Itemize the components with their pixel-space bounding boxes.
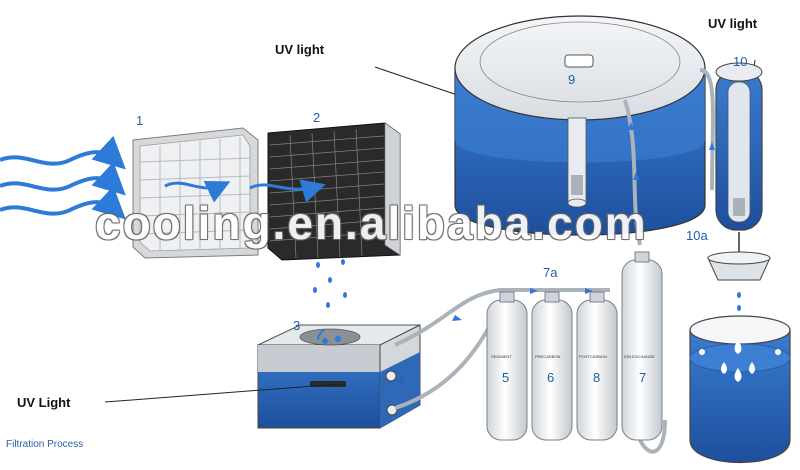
- air-flow-arrows: [0, 135, 126, 220]
- number-3: 3: [293, 318, 301, 333]
- number-7: 7: [639, 370, 647, 385]
- uv-sterilizer-tube: [707, 62, 771, 281]
- number-7a: 7a: [543, 265, 558, 280]
- cartridge-label-postcarbon: POSTCARBON: [579, 354, 608, 359]
- uv-light-label-top: UV light: [275, 42, 325, 57]
- filter-cartridges: [486, 251, 663, 441]
- number-9: 9: [568, 72, 576, 87]
- collection-bucket: [689, 315, 791, 463]
- number-10a: 10a: [686, 228, 708, 243]
- uv-drops: [737, 292, 741, 311]
- sump-tank: [257, 324, 421, 429]
- uv-light-label-bottom: UV Light: [17, 395, 71, 410]
- number-4: 4: [397, 372, 405, 387]
- uv-light-label-right: UV light: [708, 16, 758, 31]
- storage-tank: [454, 15, 706, 236]
- cartridge-label-ion-exchange: ION EXCHANGE: [624, 354, 655, 359]
- water-drops: [313, 259, 347, 308]
- hose-flow-arrows: [452, 122, 715, 321]
- cooling-pad-panel: [249, 122, 401, 261]
- number-1: 1: [136, 113, 144, 128]
- number-6: 6: [547, 370, 555, 385]
- caption: Filtration Process: [6, 439, 84, 450]
- watermark-text: cooling.en.alibaba.com: [95, 197, 648, 249]
- number-5: 5: [502, 370, 510, 385]
- number-8: 8: [593, 370, 601, 385]
- number-10: 10: [733, 54, 748, 69]
- cartridge-label-sediment: SEDIMENT: [491, 354, 512, 359]
- grille-filter-panel: [132, 127, 259, 259]
- cartridge-label-precarbon: PRECARBON: [535, 354, 561, 359]
- number-2: 2: [313, 110, 321, 125]
